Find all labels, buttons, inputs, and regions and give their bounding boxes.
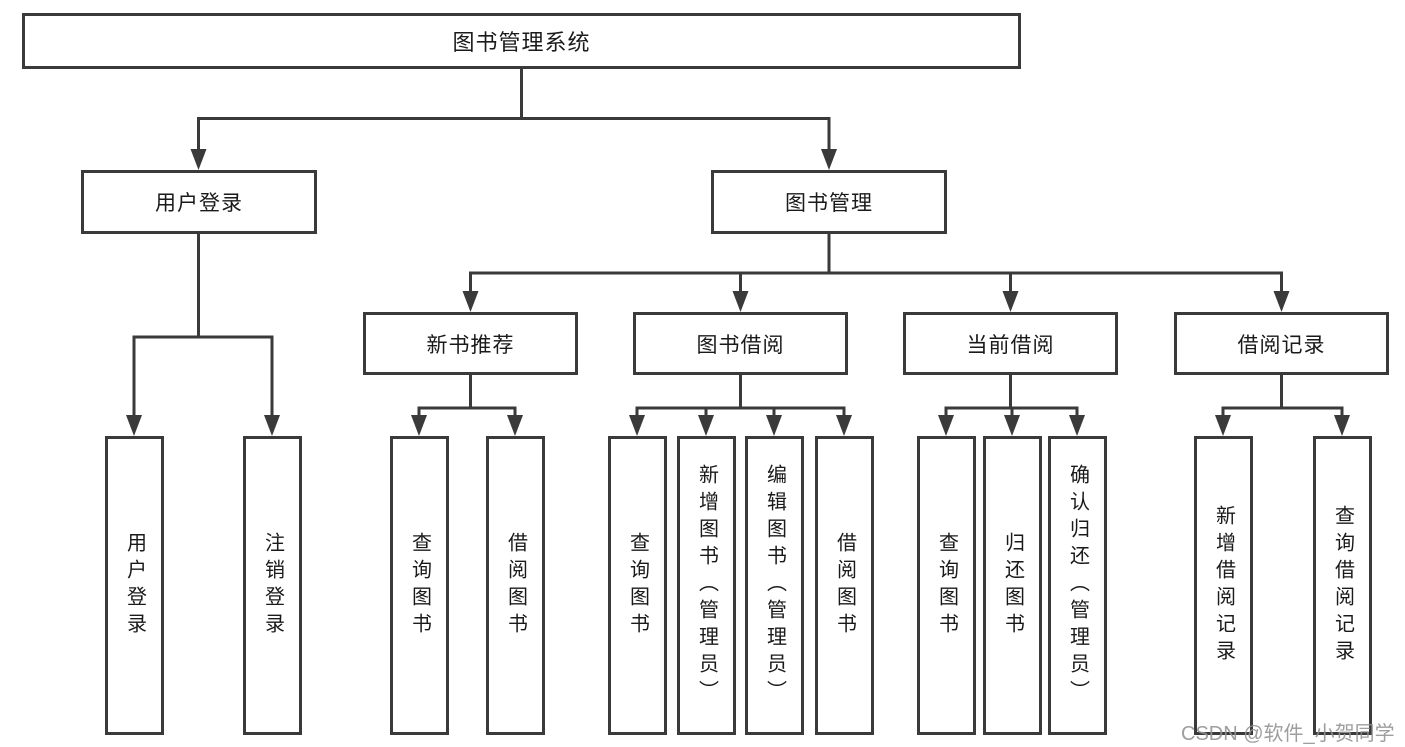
arrowhead <box>507 415 523 436</box>
leaf-user-login-label: 用户登录 <box>123 531 146 640</box>
node-book-management: 图书管理 <box>711 170 947 234</box>
arrowhead <box>1334 415 1350 436</box>
leaf-record-add-borrow-record: 新增借阅记录 <box>1194 436 1253 735</box>
node-new-book-recommend-label: 新书推荐 <box>426 333 515 357</box>
leaf-recommend-query-books-label: 查询图书 <box>408 531 431 640</box>
arrowhead <box>264 415 280 436</box>
leaf-logout: 注销登录 <box>243 436 302 735</box>
node-current-borrow-label: 当前借阅 <box>966 333 1055 357</box>
arrowhead <box>629 415 645 436</box>
node-current-borrow: 当前借阅 <box>903 312 1118 375</box>
leaf-current-return-books-label: 归还图书 <box>1001 531 1024 640</box>
arrowhead <box>1273 291 1290 312</box>
node-root: 图书管理系统 <box>22 13 1021 69</box>
leaf-borrow-borrow-books: 借阅图书 <box>815 436 874 735</box>
arrowhead <box>1002 291 1019 312</box>
leaf-borrow-add-books-admin: 新增图书（管理员） <box>677 436 736 735</box>
leaf-user-login: 用户登录 <box>105 436 164 735</box>
leaf-record-query-borrow-record: 查询借阅记录 <box>1313 436 1372 735</box>
leaf-recommend-borrow-books-label: 借阅图书 <box>504 531 527 640</box>
leaf-recommend-query-books: 查询图书 <box>390 436 449 735</box>
node-book-management-label: 图书管理 <box>785 192 873 215</box>
node-root-label: 图书管理系统 <box>452 30 591 55</box>
node-borrow-records-label: 借阅记录 <box>1237 333 1326 357</box>
node-book-borrow-label: 图书借阅 <box>696 333 785 357</box>
leaf-current-confirm-return-admin: 确认归还（管理员） <box>1048 436 1107 735</box>
leaf-current-return-books: 归还图书 <box>983 436 1042 735</box>
arrowhead <box>190 149 207 170</box>
leaf-record-add-borrow-record-label: 新增借阅记录 <box>1212 504 1235 667</box>
arrowhead <box>1069 415 1085 436</box>
leaf-current-query-books-label: 查询图书 <box>935 531 958 640</box>
leaf-borrow-query-books: 查询图书 <box>608 436 667 735</box>
node-borrow-records: 借阅记录 <box>1174 312 1389 375</box>
arrowheads <box>126 149 1350 436</box>
arrowhead <box>938 415 954 436</box>
node-new-book-recommend: 新书推荐 <box>363 312 578 375</box>
arrowhead <box>732 291 749 312</box>
leaf-record-query-borrow-record-label: 查询借阅记录 <box>1331 504 1354 667</box>
arrowhead <box>411 415 427 436</box>
leaf-recommend-borrow-books: 借阅图书 <box>486 436 545 735</box>
arrowhead <box>1215 415 1231 436</box>
arrowhead <box>698 415 714 436</box>
leaf-current-confirm-return-admin-label: 确认归还（管理员） <box>1066 464 1089 707</box>
arrowhead <box>821 149 837 170</box>
arrowhead <box>462 291 479 312</box>
leaf-borrow-borrow-books-label: 借阅图书 <box>833 531 856 640</box>
leaf-borrow-query-books-label: 查询图书 <box>626 531 649 640</box>
leaf-borrow-edit-books-admin-label: 编辑图书（管理员） <box>763 464 786 707</box>
node-user-login-label: 用户登录 <box>155 192 243 215</box>
watermark: CSDN @软件_小贺同学 <box>1181 723 1395 745</box>
arrowhead <box>836 415 852 436</box>
leaf-borrow-edit-books-admin: 编辑图书（管理员） <box>745 436 804 735</box>
arrowhead <box>1004 415 1020 436</box>
leaf-current-query-books: 查询图书 <box>917 436 976 735</box>
node-user-login: 用户登录 <box>81 170 317 234</box>
arrowhead <box>766 415 782 436</box>
connector-lines <box>132 69 1344 418</box>
leaf-logout-label: 注销登录 <box>261 531 284 640</box>
node-book-borrow: 图书借阅 <box>633 312 848 375</box>
leaf-borrow-add-books-admin-label: 新增图书（管理员） <box>695 464 718 707</box>
arrowhead <box>126 415 142 436</box>
